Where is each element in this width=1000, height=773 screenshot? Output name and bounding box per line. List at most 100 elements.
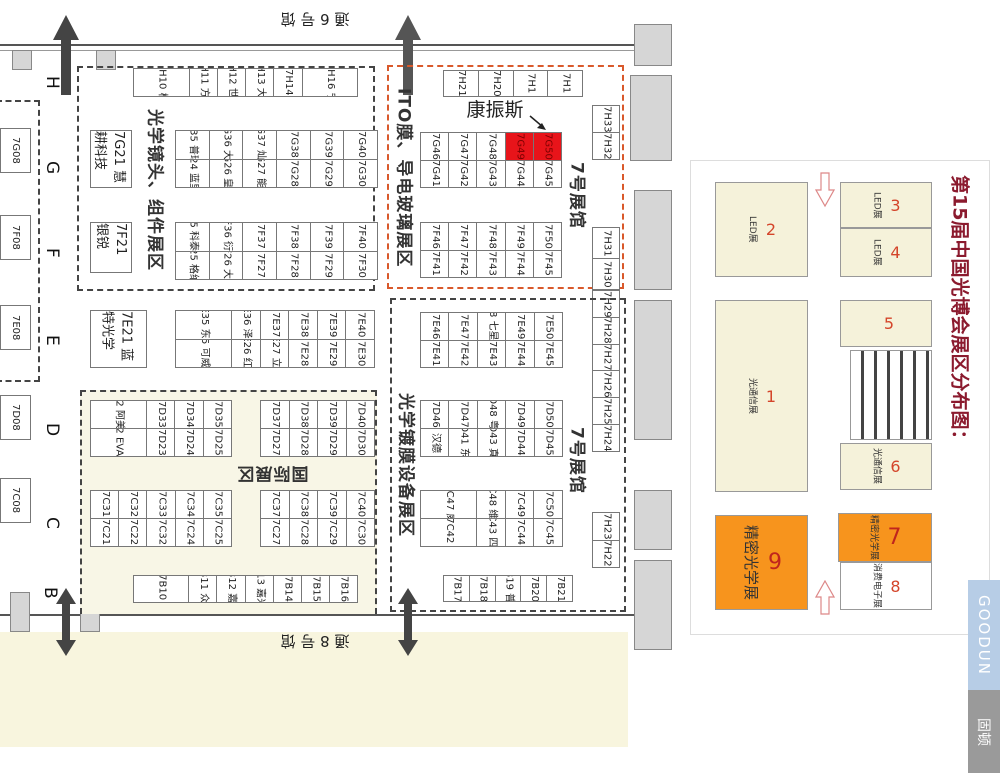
booth[interactable]: 7G26 皇旭 bbox=[209, 158, 243, 187]
booth[interactable]: 7H28 bbox=[593, 316, 619, 344]
booth[interactable]: 7D49 bbox=[515, 401, 527, 428]
booth[interactable]: 7F38 bbox=[288, 224, 300, 250]
booth[interactable]: 7C37 bbox=[270, 491, 281, 518]
booth[interactable]: 7G29 bbox=[310, 158, 344, 188]
booth[interactable]: 7E42 bbox=[449, 339, 477, 368]
booth[interactable]: 7C34 bbox=[184, 491, 196, 518]
booth[interactable]: 7C08 bbox=[0, 478, 31, 523]
booth[interactable]: 7G38 bbox=[288, 131, 300, 159]
booth[interactable]: 7D50 bbox=[543, 401, 555, 428]
booth[interactable]: 7E50 bbox=[543, 313, 555, 339]
booth[interactable]: 7G40 bbox=[355, 131, 367, 159]
booth[interactable]: 7F43 bbox=[477, 249, 505, 278]
booth[interactable]: 7C40 bbox=[355, 491, 367, 518]
booth[interactable]: 7F48 bbox=[486, 223, 498, 249]
booth[interactable]: 7H25 bbox=[593, 397, 619, 424]
booth[interactable]: 7G44 bbox=[505, 159, 533, 187]
booth[interactable]: 7D30 bbox=[346, 428, 374, 456]
booth[interactable]: 7G42 bbox=[449, 159, 477, 187]
booth[interactable]: 7E27 立见 bbox=[260, 338, 289, 367]
booth[interactable]: 7C48 维格 bbox=[486, 491, 498, 518]
booth[interactable]: 7C32 bbox=[147, 518, 175, 546]
booth[interactable]: 7G45 bbox=[533, 159, 562, 187]
booth[interactable]: 7D27 bbox=[261, 428, 289, 456]
hall-5[interactable]: 5 bbox=[840, 300, 932, 347]
booth[interactable]: 7B13 嘉米基 bbox=[246, 576, 273, 602]
booth[interactable]: 7B15 bbox=[310, 576, 322, 602]
booth[interactable]: 7C31 bbox=[99, 491, 111, 518]
booth[interactable]: 7H24 bbox=[593, 424, 619, 451]
booth[interactable]: 7H29 bbox=[601, 291, 613, 317]
booth[interactable]: 7C41 7C42 奥普康 bbox=[421, 518, 477, 546]
booth[interactable]: 7E08 bbox=[0, 305, 31, 350]
booth[interactable]: 7E47 bbox=[458, 313, 470, 339]
booth[interactable]: 7G41 bbox=[421, 159, 449, 187]
booth[interactable]: 7B16 bbox=[338, 576, 350, 602]
booth[interactable]: 7C24 bbox=[175, 518, 203, 546]
booth[interactable]: 7F49 bbox=[514, 223, 526, 249]
booth[interactable]: 7H30 bbox=[593, 258, 619, 289]
booth[interactable]: 7F46 bbox=[429, 223, 441, 249]
booth[interactable]: 7C28 bbox=[289, 518, 317, 546]
booth[interactable]: 7G48 bbox=[486, 133, 498, 160]
booth[interactable]: 7G39 bbox=[322, 131, 334, 159]
booth[interactable]: 7C45 bbox=[534, 518, 562, 546]
booth[interactable]: 7E48 七星华创 bbox=[478, 313, 505, 340]
booth[interactable]: 7C33 bbox=[156, 491, 168, 518]
booth[interactable]: 7F28 bbox=[277, 250, 310, 280]
booth[interactable]: 7C29 bbox=[318, 518, 346, 546]
booth[interactable]: 7E43 bbox=[477, 339, 506, 368]
booth[interactable]: 7E49 bbox=[515, 313, 527, 339]
booth[interactable]: 7B12 嘉东 bbox=[226, 576, 238, 602]
booth[interactable]: 7E37 bbox=[269, 312, 281, 338]
booth[interactable]: 7D48 粤阳 bbox=[486, 401, 498, 428]
booth-7f21[interactable]: 7F21 银锐 bbox=[90, 222, 132, 273]
booth[interactable]: 7D25 bbox=[203, 428, 232, 456]
booth[interactable]: 7G49 bbox=[505, 133, 533, 160]
booth[interactable]: 7C43 四盛 bbox=[477, 518, 505, 546]
booth[interactable]: 7G35 普瑞斯 bbox=[176, 131, 209, 159]
booth-7g21[interactable]: 7G21 慧耕科技 bbox=[90, 130, 132, 188]
booth[interactable]: 7B14 bbox=[282, 576, 294, 602]
booth[interactable]: 7E35 东达 bbox=[198, 311, 210, 339]
booth[interactable]: 7H22 bbox=[593, 539, 619, 567]
booth[interactable]: 7E44 bbox=[506, 339, 534, 368]
booth[interactable]: 7D34 bbox=[184, 401, 196, 428]
booth[interactable]: 7E26 红源 bbox=[232, 338, 260, 367]
booth[interactable]: 7E36 泽源 bbox=[241, 311, 253, 339]
booth[interactable]: 7G43 bbox=[477, 159, 505, 187]
booth[interactable]: 7H1 bbox=[560, 73, 572, 94]
booth[interactable]: 7G46 bbox=[429, 133, 441, 160]
booth[interactable]: 7E28 bbox=[289, 338, 317, 368]
booth[interactable]: 7D40 bbox=[355, 401, 367, 428]
booth[interactable]: 7C30 bbox=[346, 518, 374, 546]
booth[interactable]: 7C49 bbox=[514, 491, 526, 518]
booth[interactable]: 7D44 bbox=[506, 428, 534, 456]
booth[interactable]: 7C38 bbox=[298, 491, 310, 518]
booth[interactable]: 7H14 bbox=[283, 69, 295, 96]
booth[interactable]: 7F30 bbox=[344, 250, 378, 280]
booth[interactable]: 7G24 蓝里克 bbox=[176, 158, 209, 187]
booth[interactable]: 7G36 大工 bbox=[221, 131, 233, 159]
entrance-arrow-both-icon[interactable] bbox=[56, 588, 76, 656]
booth[interactable]: 7F08 bbox=[0, 215, 31, 260]
booth[interactable]: 7D23 bbox=[146, 428, 175, 456]
booth[interactable]: 7F39 bbox=[322, 224, 334, 250]
booth[interactable]: 7B19 普京 bbox=[503, 576, 515, 601]
booth[interactable]: 7G28 bbox=[277, 158, 310, 188]
booth[interactable]: 7F42 bbox=[449, 249, 477, 278]
booth[interactable]: 7C46 7C47 威特宏端 bbox=[421, 491, 476, 518]
booth[interactable]: 7D28 bbox=[289, 428, 317, 456]
booth[interactable]: 7G50 bbox=[533, 133, 562, 160]
booth[interactable]: 7G47 bbox=[458, 133, 470, 160]
entrance-arrow-both-icon[interactable] bbox=[398, 588, 418, 656]
booth[interactable]: 7C44 bbox=[505, 518, 534, 546]
booth[interactable]: 7G27 能佳 bbox=[243, 158, 277, 187]
booth[interactable]: 7C35 bbox=[212, 491, 224, 518]
booth[interactable]: 7H33 bbox=[601, 106, 613, 132]
